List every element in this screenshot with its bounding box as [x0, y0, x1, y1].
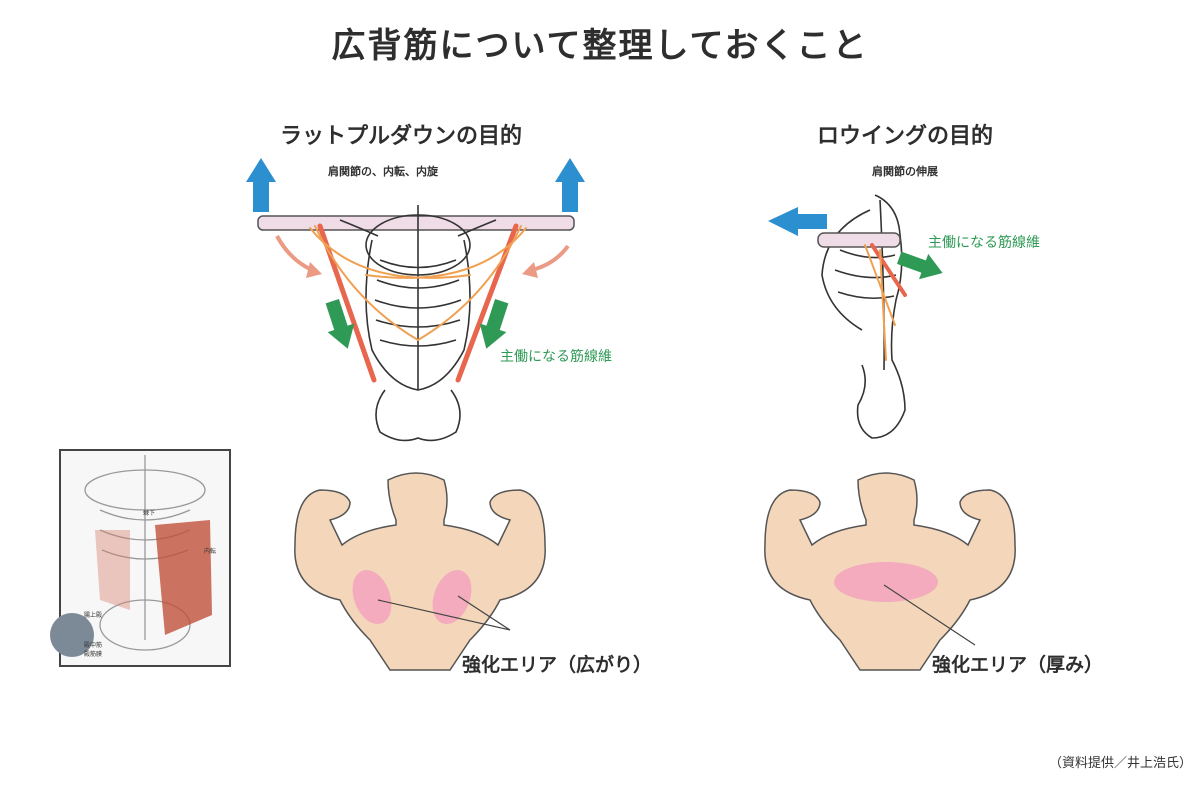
- anatomy-inset-image: [50, 449, 231, 667]
- lat-muscle-fibers: [309, 223, 527, 383]
- row-area-label: 強化エリア（厚み）: [932, 654, 1104, 676]
- highlight-mid-back: [834, 562, 938, 602]
- page-title: 広背筋について整理しておくこと: [331, 26, 869, 66]
- rowing-muscle-label: 主働になる筋線維: [928, 235, 1040, 251]
- pulldown-bar: [257, 215, 575, 231]
- lat-pulldown-heading: ラットプルダウンの目的: [280, 124, 523, 149]
- rotation-arrow-right-icon: [522, 244, 570, 278]
- lat-pulldown-muscle-label: 主働になる筋線維: [500, 349, 612, 365]
- lat-area-label: 強化エリア（広がり）: [462, 654, 653, 676]
- down-arrow-right-icon: [479, 299, 509, 349]
- highlight-left-lat: [352, 569, 392, 625]
- blue-left-arrow-icon: [768, 207, 827, 236]
- inset-label-1: 棘下: [143, 510, 156, 517]
- rowing-muscle-fibers: [864, 243, 907, 361]
- down-arrow-left-icon: [325, 299, 355, 349]
- up-arrow-left-icon: [246, 158, 276, 212]
- inset-label-2: 内転: [204, 548, 217, 555]
- rotation-arrow-left-icon: [275, 235, 322, 278]
- green-right-arrow-icon: [896, 251, 943, 280]
- rowing-heading: ロウイングの目的: [817, 124, 994, 149]
- lat-pulldown-subheading: 肩関節の、内転、内旋: [328, 165, 438, 178]
- up-arrow-right-icon: [555, 158, 585, 212]
- highlight-right-lat: [432, 569, 472, 625]
- rowing-subheading: 肩関節の伸展: [872, 165, 938, 178]
- inset-label-4: 殿中筋 殿筋膜: [84, 642, 103, 658]
- back-skeleton: [339, 205, 497, 442]
- credit-text: （資料提供／井上浩氏）: [1048, 756, 1192, 771]
- inset-label-3: 腸上殿: [84, 612, 103, 619]
- rowing-bar: [817, 232, 901, 248]
